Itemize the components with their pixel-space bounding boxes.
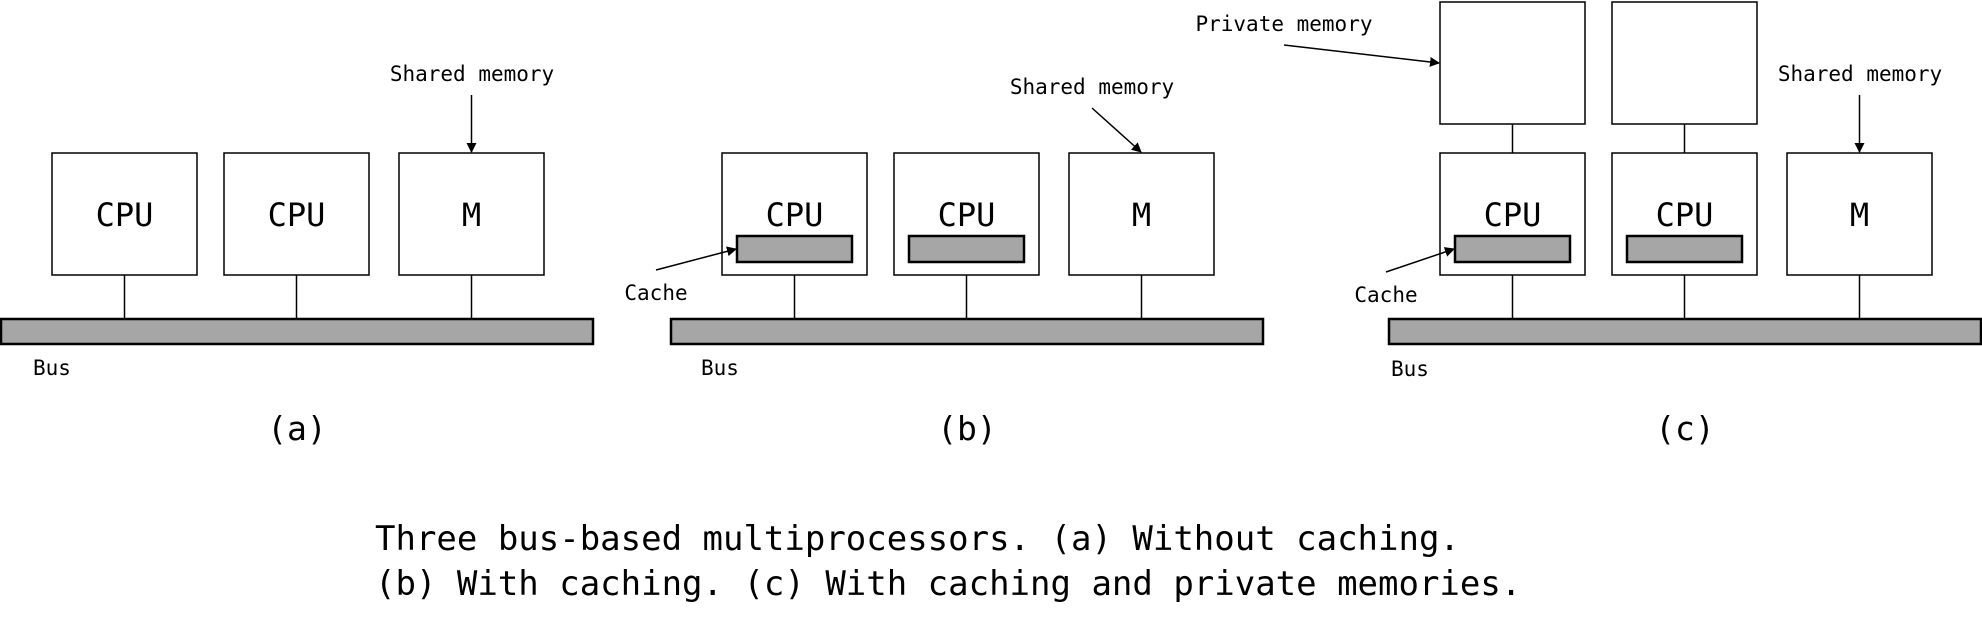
- cache-label: Cache: [1354, 283, 1417, 307]
- memory-box: [1068, 152, 1215, 276]
- cpu-label: CPU: [96, 196, 154, 234]
- cpu-label: CPU: [766, 196, 824, 234]
- cpu-box: [223, 152, 370, 276]
- shared-memory-arrow: [1091, 107, 1142, 153]
- bus-bar: [1387, 317, 1982, 346]
- cpu-label: CPU: [268, 196, 326, 234]
- memory-box: [398, 152, 545, 276]
- cpu-box: [51, 152, 198, 276]
- cache-block: [907, 234, 1026, 264]
- bus-bar: [669, 317, 1265, 346]
- bus-label: Bus: [33, 356, 71, 380]
- bus-label: Bus: [1391, 357, 1429, 381]
- memory-label: M: [1132, 196, 1151, 234]
- panel-a: Bus CPU CPU M Shared memory (a): [0, 62, 595, 448]
- cache-block: [1453, 234, 1572, 264]
- panel-label-c: (c): [1655, 409, 1715, 448]
- cache-block: [1625, 234, 1744, 264]
- memory-label: M: [462, 196, 481, 234]
- memory-label: M: [1850, 196, 1869, 234]
- panel-label-a: (a): [267, 409, 327, 448]
- shared-memory-label: Shared memory: [1010, 75, 1174, 99]
- cache-arrow: [655, 246, 737, 271]
- panel-c: Bus CPU CPU M Shared memory Private memo…: [1195, 1, 1982, 448]
- private-memory-box: [1439, 1, 1586, 125]
- shared-memory-label: Shared memory: [390, 62, 554, 86]
- panel-b: Bus CPU CPU M Shared memory Cache (b): [624, 75, 1265, 448]
- bus-label: Bus: [701, 356, 739, 380]
- figure-caption: Three bus-based multiprocessors. (a) Wit…: [375, 519, 1521, 604]
- private-memory-box: [1611, 1, 1758, 125]
- panel-label-b: (b): [937, 409, 997, 448]
- private-memory-label: Private memory: [1195, 12, 1372, 36]
- cpu-label: CPU: [1484, 196, 1542, 234]
- cache-arrow: [1385, 247, 1455, 273]
- caption-line-2: (b) With caching. (c) With caching and p…: [375, 564, 1521, 604]
- cpu-label: CPU: [1656, 196, 1714, 234]
- cpu-label: CPU: [938, 196, 996, 234]
- caption-line-1: Three bus-based multiprocessors. (a) Wit…: [375, 519, 1460, 559]
- shared-memory-label: Shared memory: [1778, 62, 1942, 86]
- private-memory-arrow: [1283, 44, 1440, 67]
- cache-block: [735, 234, 854, 264]
- memory-box: [1786, 152, 1933, 276]
- bus-bar: [0, 317, 595, 346]
- cache-label: Cache: [624, 281, 687, 305]
